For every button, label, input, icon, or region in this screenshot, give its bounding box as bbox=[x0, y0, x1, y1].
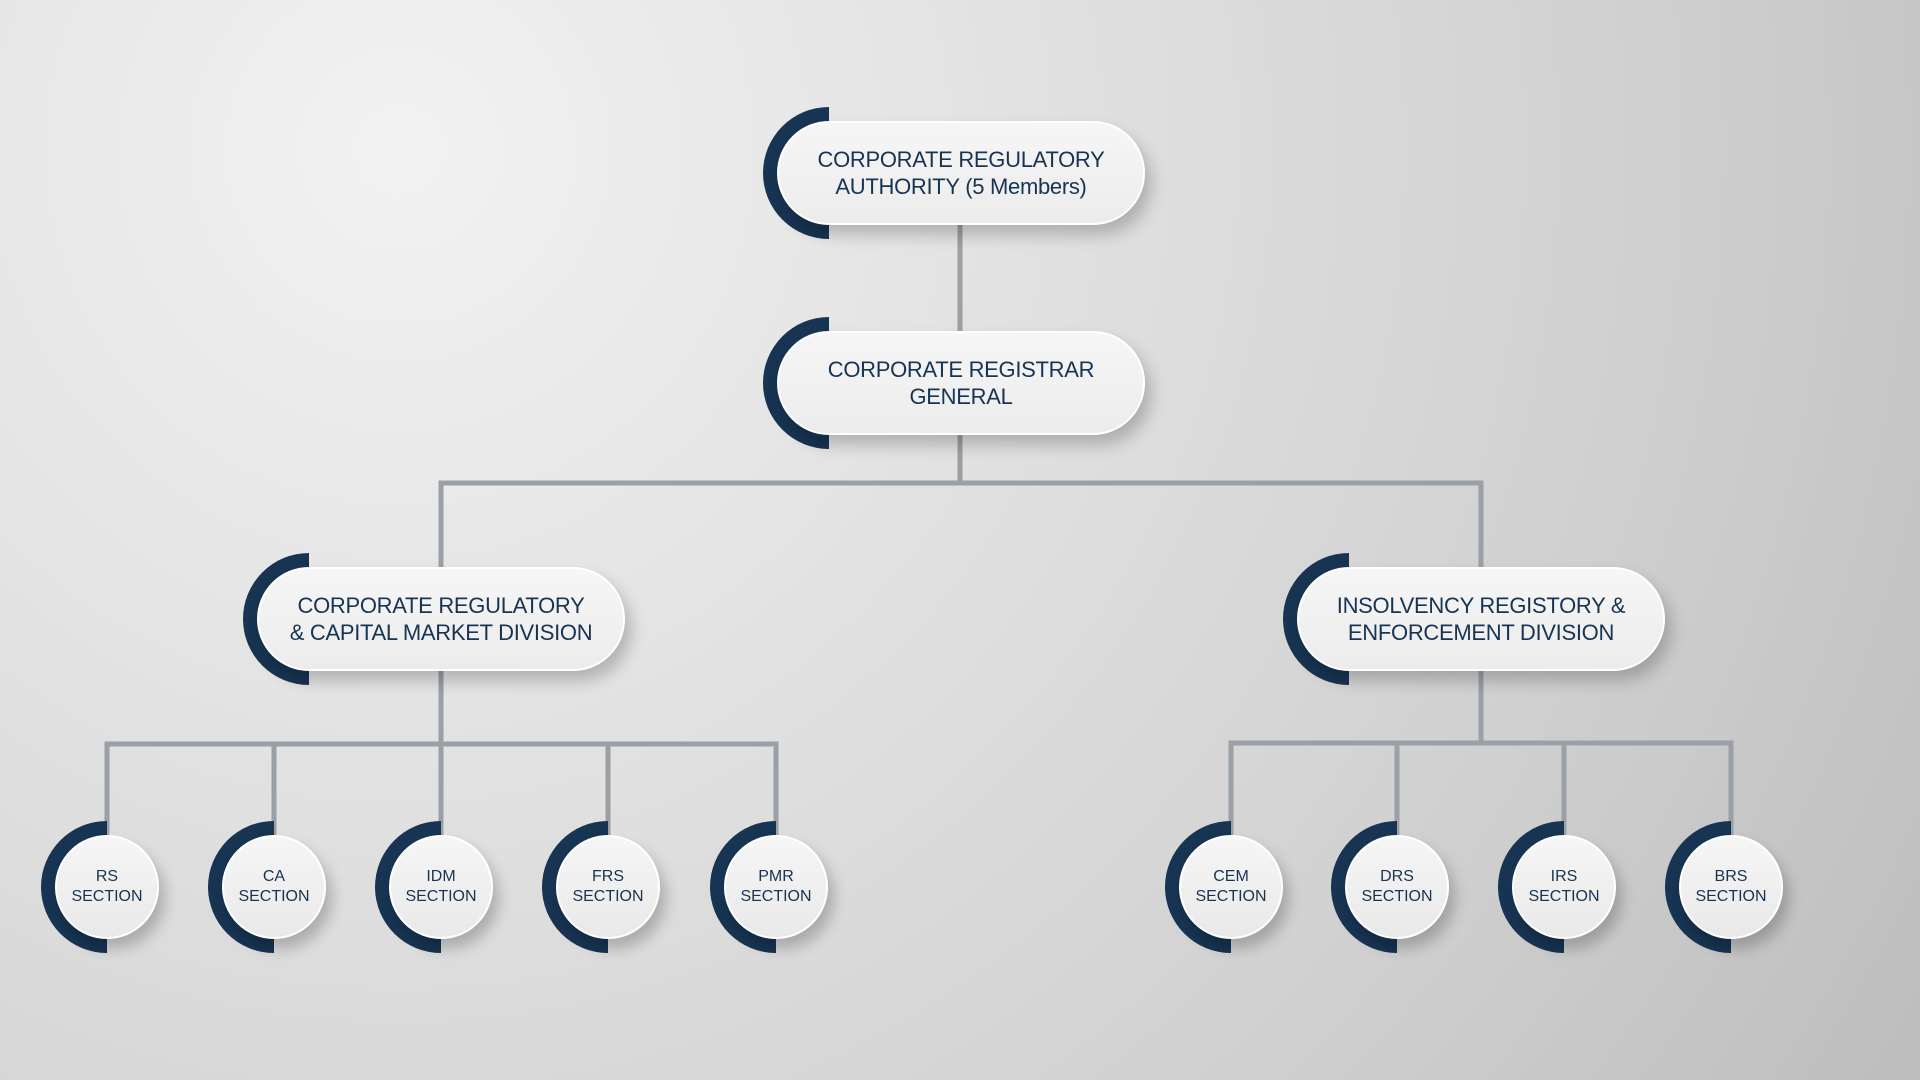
section-node-body: IRS SECTION bbox=[1512, 835, 1616, 939]
authority-label: CORPORATE REGULATORY AUTHORITY (5 Member… bbox=[817, 147, 1105, 199]
division-label: INSOLVENCY REGISTORY & ENFORCEMENT DIVIS… bbox=[1336, 593, 1626, 645]
section-node-pmr: PMR SECTION bbox=[710, 821, 828, 953]
section-node-body: FRS SECTION bbox=[556, 835, 660, 939]
authority-node-body: CORPORATE REGULATORY AUTHORITY (5 Member… bbox=[777, 121, 1145, 225]
section-node-idm: IDM SECTION bbox=[375, 821, 493, 953]
section-node-body: BRS SECTION bbox=[1679, 835, 1783, 939]
section-node-rs: RS SECTION bbox=[41, 821, 159, 953]
section-label: FRS SECTION bbox=[572, 868, 644, 905]
section-node-body: RS SECTION bbox=[55, 835, 159, 939]
division-label: CORPORATE REGULATORY & CAPITAL MARKET DI… bbox=[289, 593, 593, 645]
section-label: RS SECTION bbox=[71, 868, 143, 905]
section-label: BRS SECTION bbox=[1695, 868, 1767, 905]
section-node-body: CEM SECTION bbox=[1179, 835, 1283, 939]
section-node-brs: BRS SECTION bbox=[1665, 821, 1783, 953]
authority-node: CORPORATE REGULATORY AUTHORITY (5 Member… bbox=[763, 107, 1145, 239]
section-node-body: CA SECTION bbox=[222, 835, 326, 939]
section-node-ca: CA SECTION bbox=[208, 821, 326, 953]
section-node-body: IDM SECTION bbox=[389, 835, 493, 939]
section-label: CEM SECTION bbox=[1195, 868, 1267, 905]
section-node-body: DRS SECTION bbox=[1345, 835, 1449, 939]
division-node-corporate-regulatory: CORPORATE REGULATORY & CAPITAL MARKET DI… bbox=[243, 553, 625, 685]
section-node-irs: IRS SECTION bbox=[1498, 821, 1616, 953]
registrar-node: CORPORATE REGISTRAR GENERAL bbox=[763, 317, 1145, 449]
section-node-cem: CEM SECTION bbox=[1165, 821, 1283, 953]
section-node-drs: DRS SECTION bbox=[1331, 821, 1449, 953]
section-label: IDM SECTION bbox=[405, 868, 477, 905]
section-label: PMR SECTION bbox=[740, 868, 812, 905]
division-node-insolvency: INSOLVENCY REGISTORY & ENFORCEMENT DIVIS… bbox=[1283, 553, 1665, 685]
registrar-label: CORPORATE REGISTRAR GENERAL bbox=[827, 357, 1095, 409]
section-label: IRS SECTION bbox=[1528, 868, 1600, 905]
section-node-frs: FRS SECTION bbox=[542, 821, 660, 953]
division-node-body: CORPORATE REGULATORY & CAPITAL MARKET DI… bbox=[257, 567, 625, 671]
division-node-body: INSOLVENCY REGISTORY & ENFORCEMENT DIVIS… bbox=[1297, 567, 1665, 671]
section-node-body: PMR SECTION bbox=[724, 835, 828, 939]
section-label: DRS SECTION bbox=[1361, 868, 1433, 905]
registrar-node-body: CORPORATE REGISTRAR GENERAL bbox=[777, 331, 1145, 435]
section-label: CA SECTION bbox=[238, 868, 310, 905]
